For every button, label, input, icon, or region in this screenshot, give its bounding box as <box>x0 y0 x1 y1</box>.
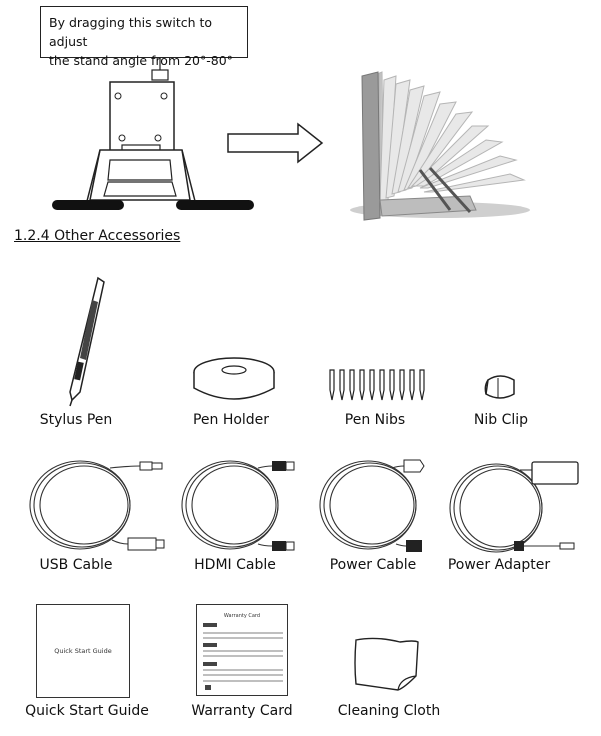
label-warranty-card: Warranty Card <box>191 703 293 719</box>
warranty-card-form-lines <box>203 623 283 690</box>
label-power-cable: Power Cable <box>329 557 417 573</box>
label-quick-start-guide: Quick Start Guide <box>25 703 149 719</box>
callout-line-1: By dragging this switch to adjust <box>49 15 213 49</box>
warranty-card-heading: Warranty Card <box>223 613 261 619</box>
label-hdmi-cable: HDMI Cable <box>194 557 276 573</box>
label-pen-nibs: Pen Nibs <box>344 412 406 428</box>
label-cleaning-cloth: Cleaning Cloth <box>337 703 441 719</box>
quick-start-guide-cover-text: Quick Start Guide <box>54 647 112 655</box>
section-title: 1.2.4 Other Accessories <box>14 228 181 244</box>
label-stylus-pen: Stylus Pen <box>39 412 113 428</box>
quick-start-guide-icon: Quick Start Guide <box>36 604 130 698</box>
label-nib-clip: Nib Clip <box>473 412 529 428</box>
stand-angle-callout: By dragging this switch to adjust the st… <box>40 6 248 68</box>
warranty-card-icon: Warranty Card <box>196 604 288 696</box>
label-pen-holder: Pen Holder <box>192 412 270 428</box>
label-usb-cable: USB Cable <box>39 557 113 573</box>
label-power-adapter: Power Adapter <box>447 557 551 573</box>
callout-line-2: the stand angle from 20°-80° <box>49 53 233 68</box>
